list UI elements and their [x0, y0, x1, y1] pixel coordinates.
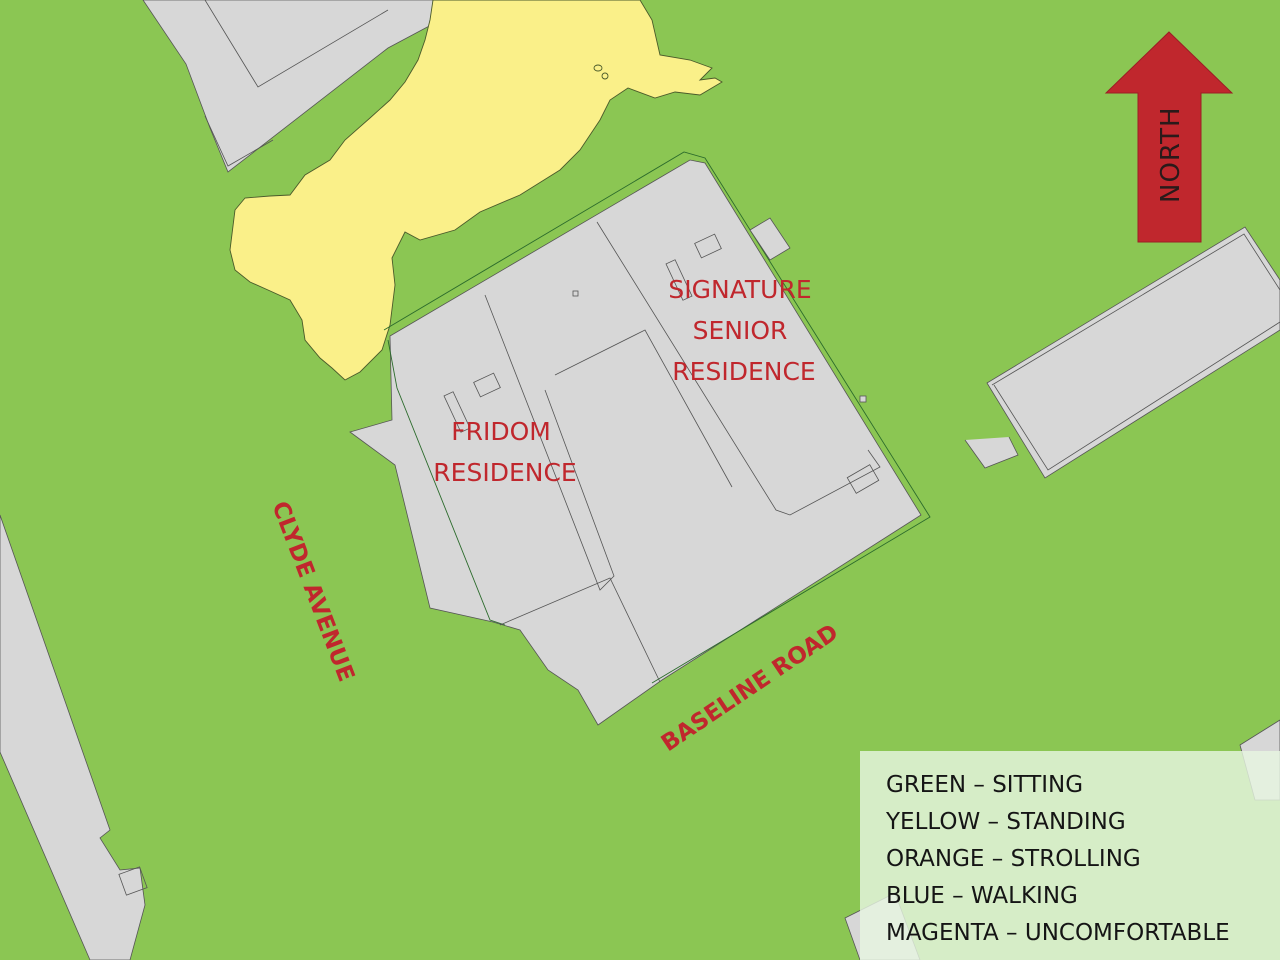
legend: GREEN – SITTING YELLOW – STANDING ORANGE… — [860, 751, 1280, 960]
legend-item-blue: BLUE – WALKING — [886, 883, 1078, 909]
small-structure — [859, 395, 867, 403]
legend-item-green: GREEN – SITTING — [886, 772, 1084, 798]
standing-zone — [229, 0, 723, 381]
building-northwest — [142, 0, 479, 173]
building-west — [0, 514, 148, 960]
arrow-up-icon — [1104, 31, 1234, 243]
standing-zone-speck — [601, 72, 609, 80]
small-building — [749, 217, 791, 261]
signature-senior-residence-label: SIGNATURE SENIOR RESIDENCE — [668, 275, 819, 386]
legend-item-magenta: MAGENTA – UNCOMFORTABLE — [886, 920, 1230, 946]
fridom-residence-label: FRIDOM RESIDENCE — [433, 417, 576, 487]
legend-item-yellow: YELLOW – STANDING — [886, 809, 1126, 835]
standing-zone-speck — [593, 64, 603, 72]
building-east — [964, 226, 1280, 479]
north-label: NORTH — [1156, 106, 1186, 203]
legend-item-orange: ORANGE – STROLLING — [886, 846, 1141, 872]
central-building-complex — [349, 151, 931, 726]
north-arrow: NORTH — [1104, 31, 1234, 243]
